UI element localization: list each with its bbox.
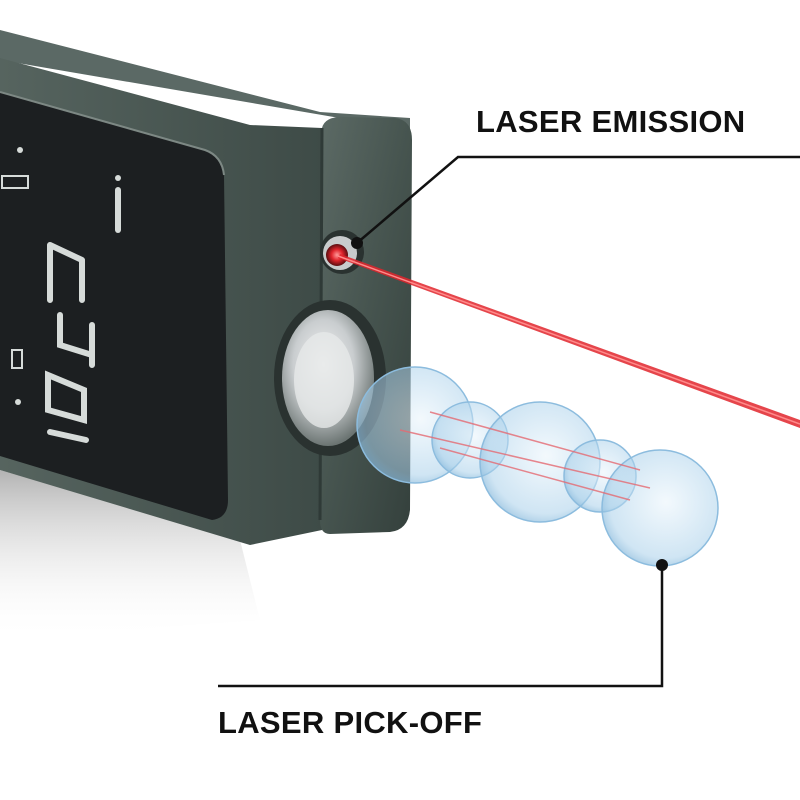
display-digits [45, 187, 121, 443]
laser-pickoff-label: LASER PICK-OFF [218, 705, 483, 740]
screen-bezel-highlight [0, 91, 225, 176]
pickoff-callout-line [218, 565, 664, 688]
display-small-icons [1, 147, 121, 405]
device-shadow [0, 470, 260, 640]
emission-callout-dot [351, 237, 363, 249]
return-beams [399, 411, 651, 501]
laser-emitter-icon [320, 230, 364, 274]
device-screen [0, 92, 228, 520]
pickoff-callout-dot [656, 559, 668, 571]
lens-bubble-icon [356, 366, 719, 567]
emission-callout-line [356, 155, 800, 244]
laser-emission-label: LASER EMISSION [476, 104, 746, 139]
laser-beam-core [337, 255, 800, 425]
